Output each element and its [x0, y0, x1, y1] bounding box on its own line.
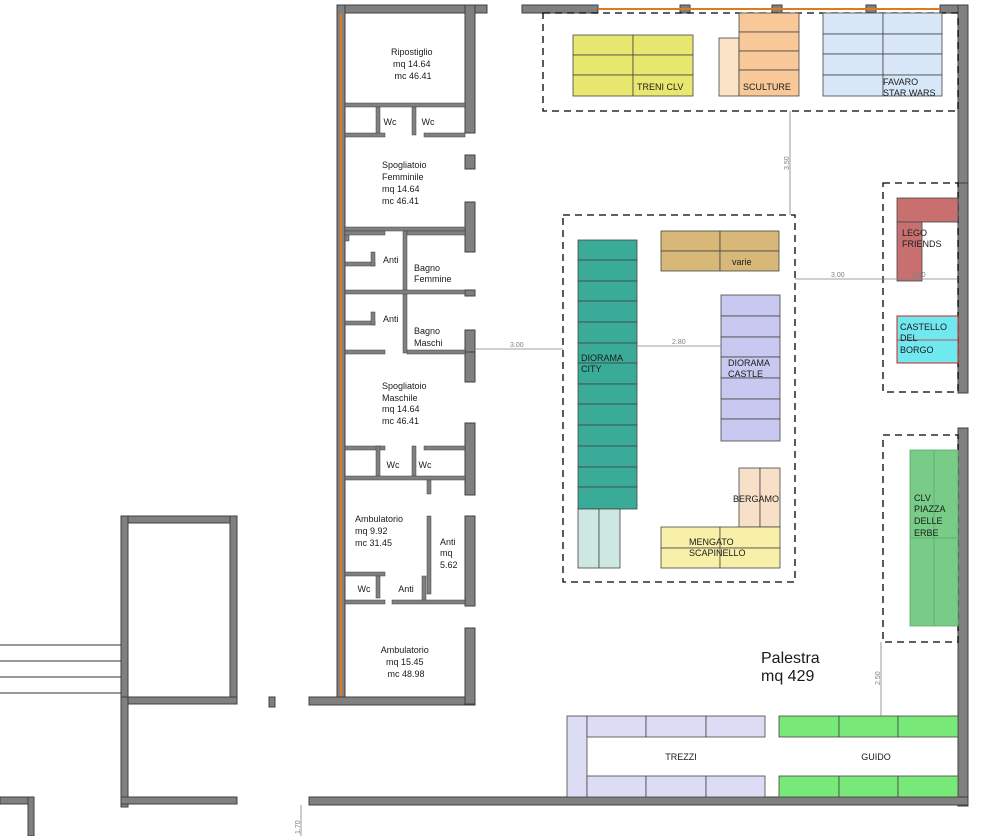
spogliatoio-maschile-label: Spogliatoio Maschile mq 14.64 mc 46.41 [382, 381, 429, 426]
mengato-scapinello-exhibit: MENGATO SCAPINELLO [660, 526, 781, 569]
dimension-label: 3.50 [784, 156, 791, 170]
left-building [0, 515, 276, 836]
dimension-label: 2.50 [875, 671, 882, 685]
guido-label: GUIDO [861, 752, 891, 762]
ambulatorio-1-label: Ambulatorio mq 9.92 mc 31.45 [355, 514, 406, 548]
dimension-label: 3.00 [510, 342, 524, 349]
wc-label: Wc [384, 117, 397, 127]
ambulatorio-2-label: Ambulatorio mq 15.45 mc 48.98 [381, 645, 432, 679]
favaro-star-wars-label: FAVARO STAR WARS [883, 77, 936, 98]
anti-label: Anti [383, 255, 399, 265]
mengato-scapinello-label: MENGATO SCAPINELLO [689, 537, 746, 558]
bagno-maschi-label: Bagno Maschi [414, 326, 443, 348]
lego-friends-label: LEGO FRIENDS [902, 228, 942, 249]
wc-label: Wc [387, 460, 400, 470]
wc-label: Wc [358, 584, 371, 594]
anti-label: Anti [383, 314, 399, 324]
treni-clv-exhibit: TRENI CLV [572, 34, 694, 97]
anti-label: Anti [398, 584, 414, 594]
guido-exhibit: GUIDO [778, 715, 959, 798]
varie-label: varie [732, 257, 752, 267]
bergamo-exhibit: BERGAMO [733, 467, 781, 528]
clv-piazza-erbe-exhibit: CLV PIAZZA DELLE ERBE [909, 449, 959, 627]
treni-clv-label: TRENI CLV [637, 82, 683, 92]
dimension-label: 2.80 [672, 339, 686, 346]
trezzi-exhibit: TREZZI [566, 715, 766, 798]
dimension-label: 3.50 [912, 272, 926, 279]
sculture-exhibit: SCULTURE [718, 12, 800, 97]
ripostiglio-label: Ripostiglio mq 14.64 mc 46.41 [391, 47, 435, 81]
spogliatoio-femminile-label: Spogliatoio Femminile mq 14.64 mc 46.41 [382, 160, 429, 206]
castello-del-borgo-label: CASTELLO DEL BORGO [900, 322, 950, 355]
diorama-castle-exhibit: DIORAMA CASTLE [720, 294, 781, 442]
wc-label: Wc [422, 117, 435, 127]
wc-label: Wc [419, 460, 432, 470]
anti-mq-label: Anti mq 5.62 [440, 537, 458, 570]
castello-del-borgo-exhibit: CASTELLO DEL BORGO [896, 315, 959, 364]
diorama-city-exhibit: DIORAMA CITY [577, 239, 638, 569]
varie-exhibit: varie [660, 230, 780, 272]
dimension-label: 1.70 [295, 820, 302, 834]
sculture-label: SCULTURE [743, 82, 791, 92]
trezzi-label: TREZZI [665, 752, 697, 762]
lego-friends-exhibit: LEGO FRIENDS [896, 197, 959, 282]
wing-labels: Ripostiglio mq 14.64 mc 46.41 Wc Wc Spog… [355, 47, 458, 679]
diorama-city-label: DIORAMA CITY [581, 353, 625, 374]
dimension-label: 3.00 [831, 272, 845, 279]
bergamo-label: BERGAMO [733, 494, 779, 504]
diorama-castle-label: DIORAMA CASTLE [728, 358, 772, 379]
bagno-femmine-label: Bagno Femmine [414, 263, 452, 284]
wing-partitions [344, 102, 466, 605]
favaro-star-wars-exhibit: FAVARO STAR WARS [822, 12, 943, 98]
dimension-lines: 3.50 3.00 3.00 3.50 2.80 2.50 1.70 [295, 111, 958, 836]
clv-piazza-erbe-label: CLV PIAZZA DELLE ERBE [914, 493, 948, 538]
palestra-label: Palestra mq 429 [761, 650, 824, 685]
